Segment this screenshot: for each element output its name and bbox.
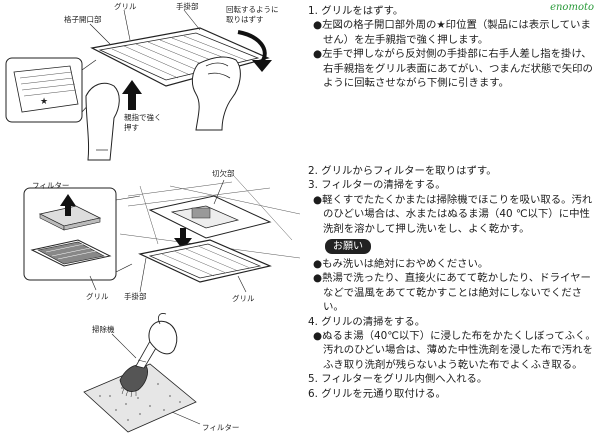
label-handle: 手掛部 <box>176 1 199 11</box>
figure-filter-removal: フィルター 切欠部 グリル 手掛部 グリル <box>23 168 301 303</box>
notice-bullet-2: ●熱湯で洗ったり、直接火にあてて乾かしたり、ドライヤーなどで温風をあてて乾かすこ… <box>313 272 591 314</box>
step6: 6. グリルを元通り取付ける。 <box>308 387 446 400</box>
notice-bullet-1: ●もみ洗いは絶対におやめください。 <box>313 258 489 271</box>
label-press-note-2: 押す <box>124 122 139 132</box>
label-notch: 切欠部 <box>212 168 235 178</box>
step3-bullet: ●軽くすでたたくかまたは掃除機でほこりを吸い取る。汚れのひどい場合は、水またはぬ… <box>313 193 593 235</box>
step4-bullet: ●ぬるま湯（40℃以下）に浸した布をかたくしぼってふく。汚れのひどい場合は、薄め… <box>313 330 596 371</box>
step5: 5. フィルターをグリル内側へ入れる。 <box>308 373 488 386</box>
label-press-note-1: 親指で強く <box>124 112 162 122</box>
step2: 2. グリルからフィルターを取りはずす。 <box>308 165 497 177</box>
label-grille-2: グリル <box>86 291 109 301</box>
figure-vacuum-cleaning: 掃除機 フィルター <box>83 313 239 433</box>
label-grille: グリル <box>114 1 137 11</box>
label-lattice-opening: 格子開口部 <box>64 14 102 24</box>
label-filter: フィルター <box>32 181 69 190</box>
notice-badge: お願い <box>325 239 371 255</box>
figure-grille-removal: ★ グリル 手掛部 格子開口部 回転するように 取りはずす 親指で強く 押す <box>5 1 279 161</box>
label-rotate-note-2: 取りはずす <box>226 14 264 24</box>
label-handle-2: 手掛部 <box>124 291 147 301</box>
step3: 3. フィルターの清掃をする。 <box>308 179 446 192</box>
step1-bullet-1: ●左図の格子開口部外周の★印位置（製品には表示していません）を左手親指で強く押し… <box>313 19 591 46</box>
steps-block: 2. グリルからフィルターを取りはずす。 3. フィルターの清掃をする。 ●軽く… <box>308 164 598 401</box>
step1-title: 1. グリルをはずす。 <box>308 5 404 17</box>
label-rotate-note-1: 回転するように <box>226 5 279 14</box>
watermark: enomoto <box>550 2 594 13</box>
step1-bullet-2: ●左手で押しながら反対側の手掛部に右手人差し指を掛け、右手親指をグリル表面にあて… <box>313 48 593 90</box>
label-grille-3: グリル <box>232 293 255 303</box>
step4: 4. グリルの清掃をする。 <box>308 315 426 328</box>
step1-block: 1. グリルをはずす。 ●左図の格子開口部外周の★印位置（製品には表示していませ… <box>308 4 596 90</box>
svg-text:★: ★ <box>40 97 48 107</box>
label-vacuum: 掃除機 <box>92 324 115 334</box>
label-filter-2: フィルター <box>202 423 239 432</box>
